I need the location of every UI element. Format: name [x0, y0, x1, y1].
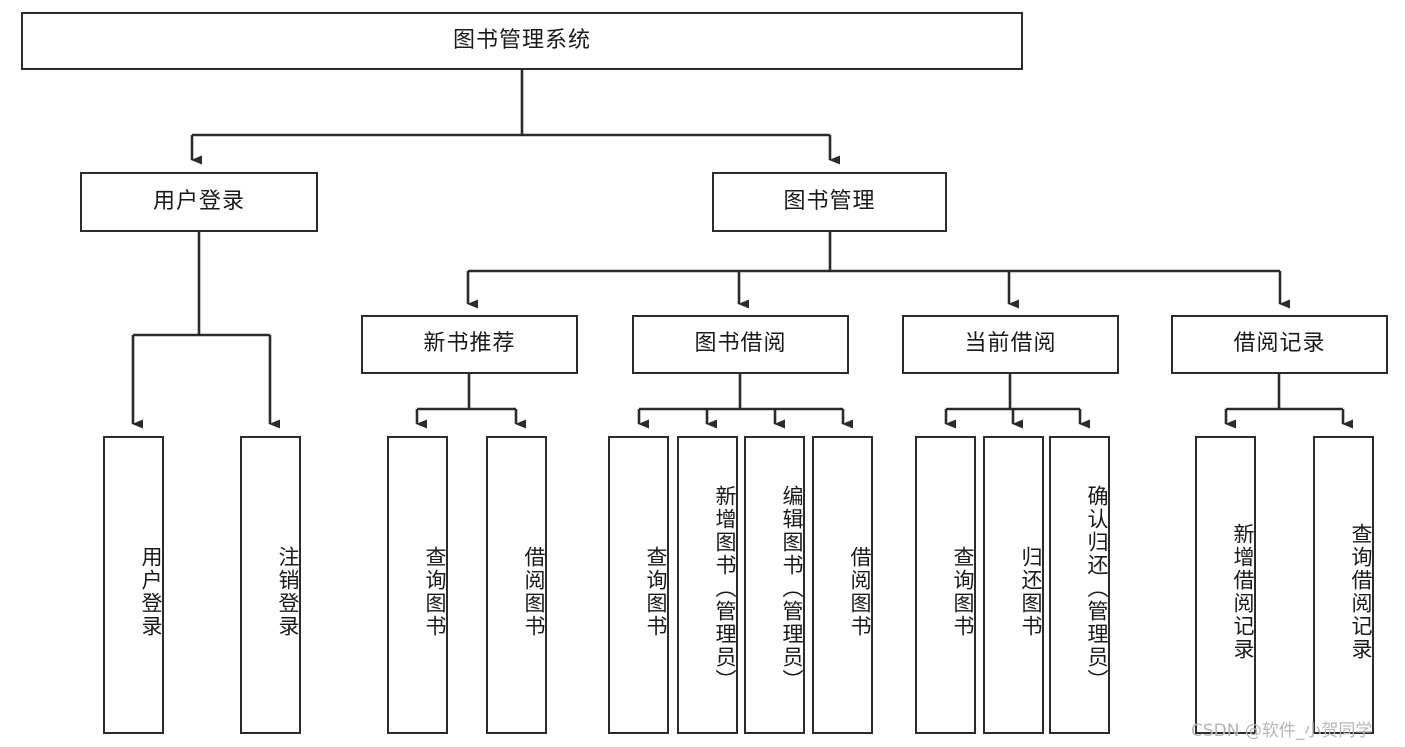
node-label: 查询图书 [951, 546, 975, 638]
node-label: 图书管理 [783, 188, 876, 214]
node-label: 查询借阅记录 [1349, 523, 1373, 661]
leaf-user-login-logout[interactable]: 注销登录 [240, 436, 301, 734]
leaf-borrow-record-query-record[interactable]: 查询借阅记录 [1313, 436, 1374, 734]
node-book-borrow[interactable]: 图书借阅 [632, 315, 849, 374]
node-label: 确认归还（管理员） [1085, 484, 1109, 692]
node-label: 新增借阅记录 [1231, 523, 1255, 661]
node-label: 用户登录 [139, 546, 163, 638]
leaf-current-borrow-query-book[interactable]: 查询图书 [915, 436, 976, 734]
node-label: 用户登录 [152, 188, 245, 214]
leaf-book-borrow-add-book-admin[interactable]: 新增图书（管理员） [677, 436, 738, 734]
node-label: 查询图书 [423, 546, 447, 638]
node-label: 查询图书 [644, 546, 668, 638]
node-label: 编辑图书（管理员） [780, 484, 804, 692]
node-root-book-management-system[interactable]: 图书管理系统 [21, 12, 1023, 70]
leaf-borrow-record-add-record[interactable]: 新增借阅记录 [1195, 436, 1256, 734]
node-label: 新书推荐 [423, 331, 516, 357]
node-label: 当前借阅 [964, 331, 1057, 357]
node-book-management[interactable]: 图书管理 [712, 172, 947, 232]
node-borrow-record[interactable]: 借阅记录 [1171, 315, 1388, 374]
node-current-borrow[interactable]: 当前借阅 [902, 315, 1119, 374]
leaf-current-borrow-confirm-return-admin[interactable]: 确认归还（管理员） [1049, 436, 1110, 734]
leaf-user-login-login[interactable]: 用户登录 [103, 436, 164, 734]
node-label: 借阅图书 [522, 546, 546, 638]
node-label: 图书借阅 [694, 331, 787, 357]
leaf-book-borrow-query-book[interactable]: 查询图书 [608, 436, 669, 734]
node-label: 归还图书 [1019, 546, 1043, 638]
node-label: 注销登录 [276, 546, 300, 638]
node-new-book-recommend[interactable]: 新书推荐 [361, 315, 578, 374]
node-label: 借阅记录 [1233, 331, 1326, 357]
node-user-login[interactable]: 用户登录 [80, 172, 318, 232]
node-label: 新增图书（管理员） [713, 484, 737, 692]
leaf-book-borrow-edit-book-admin[interactable]: 编辑图书（管理员） [744, 436, 805, 734]
leaf-current-borrow-return-book[interactable]: 归还图书 [983, 436, 1044, 734]
leaf-new-book-borrow-book[interactable]: 借阅图书 [486, 436, 547, 734]
leaf-new-book-query-book[interactable]: 查询图书 [387, 436, 448, 734]
node-label: 图书管理系统 [452, 27, 591, 53]
csdn-watermark: CSDN @软件_小贺同学 [1191, 721, 1373, 741]
node-label: 借阅图书 [848, 546, 872, 638]
leaf-book-borrow-borrow-book[interactable]: 借阅图书 [812, 436, 873, 734]
